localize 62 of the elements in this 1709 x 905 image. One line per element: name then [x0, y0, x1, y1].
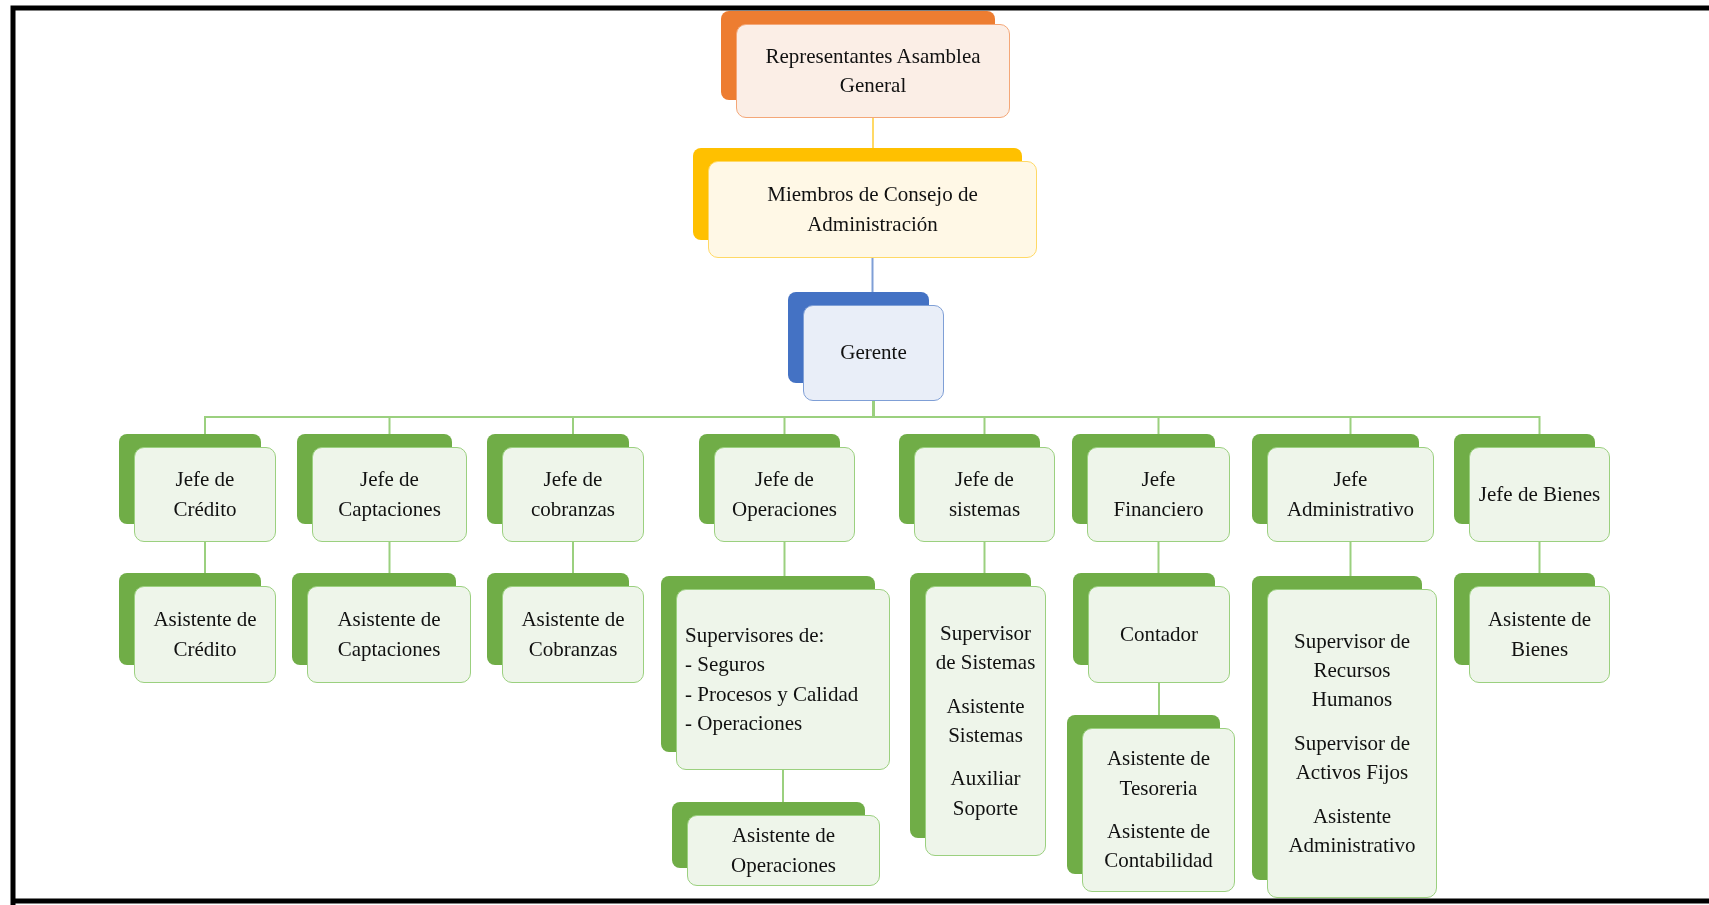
connector-line	[871, 257, 874, 293]
connector-line	[872, 117, 874, 149]
position-title: Jefe Financiero	[1112, 466, 1205, 523]
connector-line	[1538, 541, 1541, 574]
position-title: Jefe de Operaciones	[731, 466, 838, 523]
position-title: - Operaciones	[685, 709, 804, 737]
position-card	[699, 434, 855, 542]
position-title: Supervisor de Sistemas	[934, 619, 1037, 677]
position-title: Jefe de Bienes	[1478, 480, 1601, 508]
position-card	[297, 434, 467, 542]
position-title: Gerente	[840, 339, 907, 367]
position-card	[661, 576, 890, 770]
position-card	[1454, 434, 1610, 542]
position-card	[119, 573, 276, 683]
position-title: Representantes Asamblea General	[764, 42, 982, 99]
position-title: Jefe de cobranzas	[530, 466, 616, 523]
position-title: Asistente de Cobranzas	[520, 606, 626, 663]
position-card	[487, 573, 644, 683]
position-card	[292, 573, 471, 683]
position-card	[1067, 715, 1235, 892]
position-title: Supervisor de Recursos Humanos	[1292, 627, 1412, 714]
position-title: Jefe de Captaciones	[337, 466, 442, 523]
position-card	[1072, 434, 1230, 542]
position-title: Auxiliar Soporte	[949, 765, 1022, 822]
position-title: Contador	[1119, 620, 1199, 648]
position-card	[1454, 573, 1610, 683]
connector-line	[204, 541, 206, 574]
position-title: Asistente de Operaciones	[730, 822, 837, 879]
position-title: - Procesos y Calidad	[685, 680, 860, 708]
position-title: Asistente de Tesoreria	[1105, 745, 1212, 802]
position-card	[1073, 573, 1230, 683]
connector-line	[1349, 541, 1352, 577]
position-title: Asistente Sistemas	[945, 692, 1026, 749]
position-title: Asistente de Crédito	[152, 606, 258, 663]
position-title: Asistente de Contabilidad	[1103, 818, 1214, 875]
connector-line	[1157, 541, 1160, 574]
connector-line	[1158, 682, 1160, 716]
position-card	[788, 292, 944, 401]
position-card	[693, 148, 1037, 258]
position-card	[1252, 434, 1434, 542]
position-card	[721, 11, 1010, 118]
connector-line	[783, 541, 786, 577]
position-title: Supervisores de:	[685, 621, 826, 649]
position-title: - Seguros	[685, 651, 766, 679]
position-title: Asistente de Captaciones	[336, 606, 442, 663]
position-title: Jefe de Crédito	[172, 466, 238, 523]
connector-line	[983, 541, 986, 574]
position-title: Asistente de Bienes	[1486, 606, 1593, 663]
position-card	[910, 573, 1046, 856]
position-card	[119, 434, 276, 542]
connector-line	[572, 541, 574, 574]
position-card	[487, 434, 644, 542]
position-title: Supervisor de Activos Fijos	[1292, 729, 1412, 787]
position-card	[899, 434, 1055, 542]
position-card	[672, 802, 880, 886]
connector-line	[388, 541, 391, 574]
position-title: Miembros de Consejo de Administración	[766, 181, 979, 238]
position-title: Jefe Administrativo	[1285, 466, 1416, 523]
position-card	[1252, 576, 1437, 898]
position-title: Jefe de sistemas	[947, 466, 1022, 523]
connector-line	[782, 769, 784, 803]
position-title: Asistente Administrativo	[1287, 802, 1417, 859]
